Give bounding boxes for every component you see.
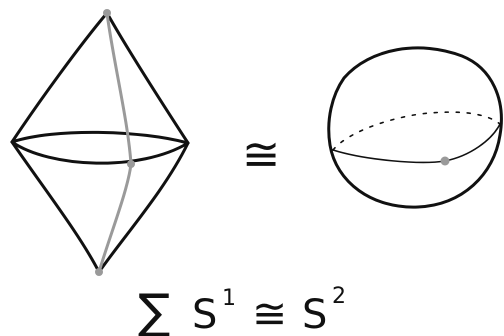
lower-cone-outline	[10, 140, 190, 274]
s2-base: S	[302, 292, 327, 336]
equator-front	[10, 140, 190, 165]
double-cone	[10, 9, 190, 276]
s1-base: S	[192, 292, 217, 336]
equator-back	[10, 130, 190, 145]
upper-cone-outline	[10, 11, 190, 145]
sum-symbol: ∑	[138, 284, 170, 336]
sphere-front-equator	[332, 123, 501, 164]
caption-formula: ∑ S 1 ≅ S 2	[138, 284, 346, 336]
sphere-point	[440, 156, 450, 166]
s1-exponent: 1	[222, 286, 236, 311]
sphere	[327, 46, 503, 209]
equator-point	[127, 160, 135, 168]
sphere-back-equator	[332, 111, 501, 151]
north-pole-point	[103, 9, 111, 17]
south-pole-point	[95, 268, 103, 276]
caption-congruence: ≅	[252, 289, 287, 336]
sphere-outline	[327, 46, 503, 209]
congruence-symbol: ≅	[242, 127, 281, 181]
s2-exponent: 2	[332, 284, 346, 309]
